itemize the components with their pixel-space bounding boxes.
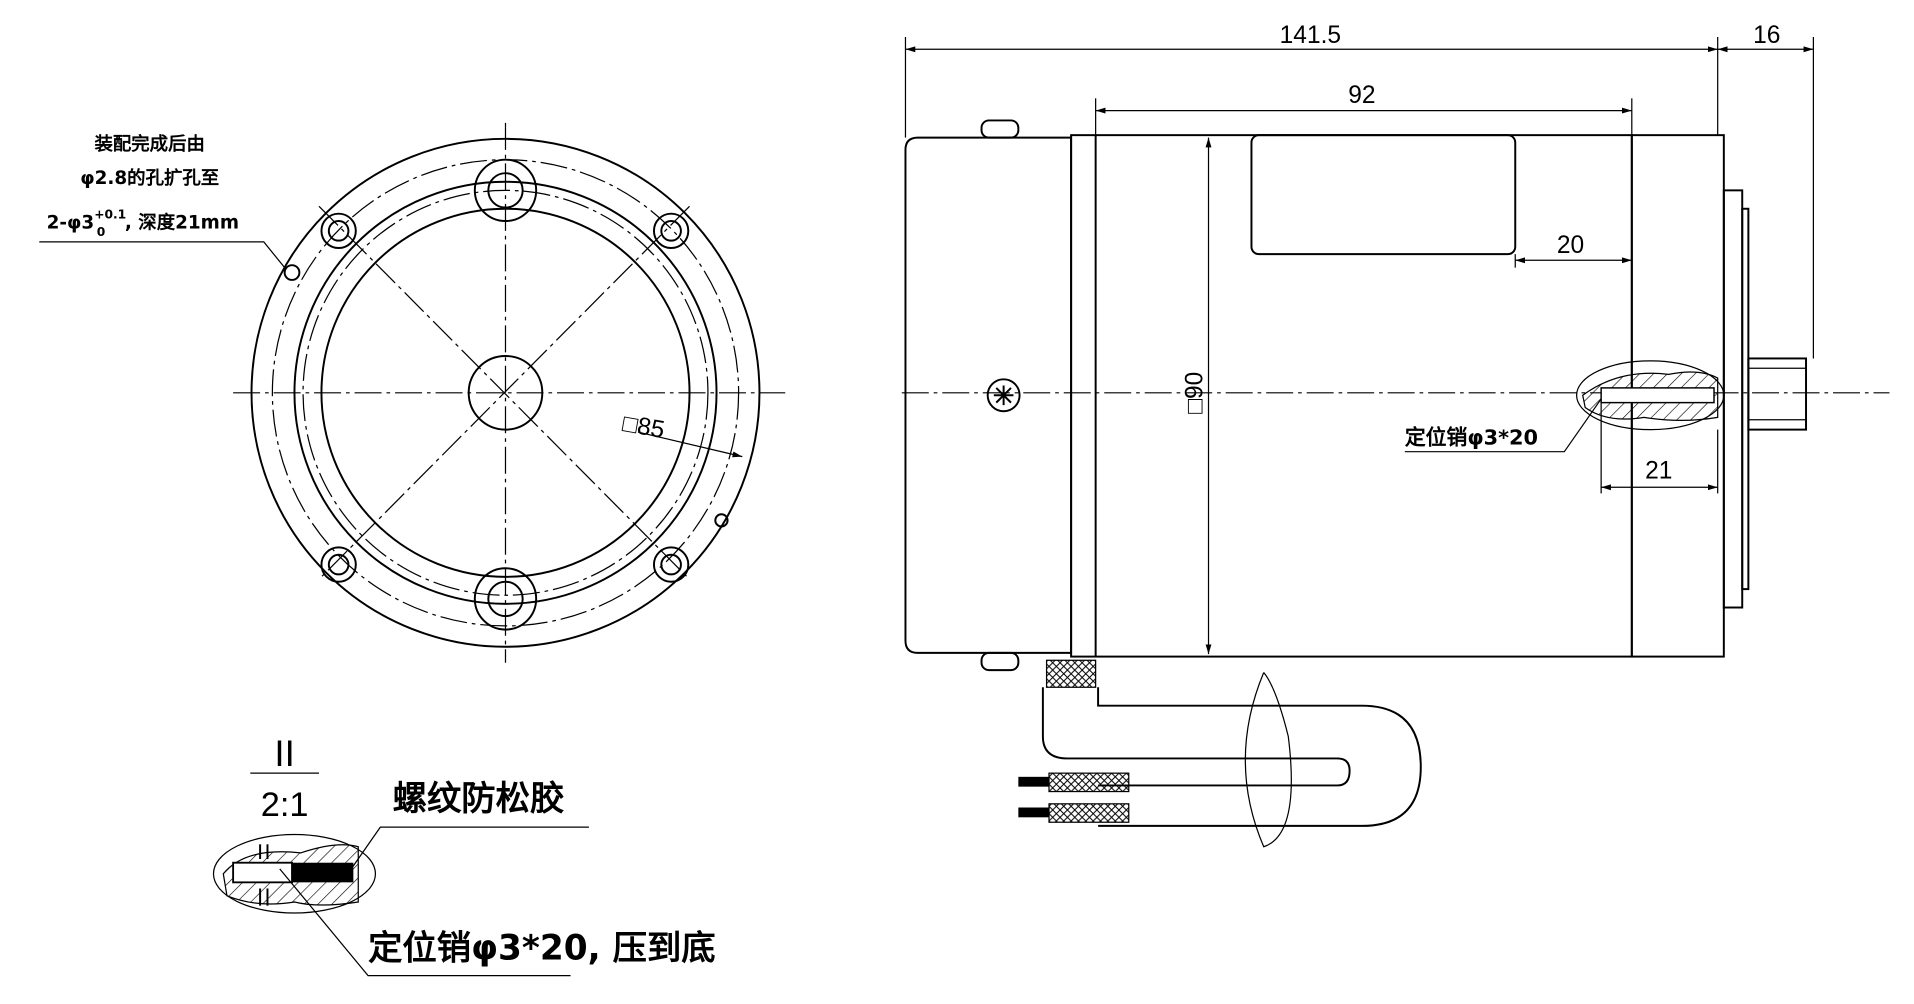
pitch-circle (302, 189, 709, 596)
dim-pin-offset: 21 (1645, 458, 1672, 485)
cable (1018, 659, 1422, 848)
note-line-1: 装配完成后由 (94, 133, 205, 155)
housing-circle (293, 180, 718, 605)
diagonal-centerline (318, 205, 690, 580)
bolt-hole-bottom (473, 567, 538, 631)
mount-hole (320, 212, 357, 250)
terminal-box (1250, 134, 1517, 256)
mount-hole (320, 546, 357, 583)
pin-hole (283, 264, 301, 281)
pin-press-note: 定位销φ3*20, 压到底 (368, 929, 716, 969)
detail-view: II 2:1 螺纹防松胶 定位销φ3*20, 压到底 (212, 733, 716, 977)
detail-label: II (274, 733, 294, 774)
side-view: □90 定位销φ3*20 141.5 16 92 20 21 (901, 22, 1890, 848)
motor-body (1070, 134, 1633, 658)
screw-bottom (980, 651, 1020, 672)
square-85-dimension: □85 (621, 410, 667, 444)
note-line-2: φ2.8的孔扩孔至 (80, 167, 219, 189)
mount-hole (652, 546, 690, 583)
bolt-hole-top (473, 158, 538, 223)
rear-end-cap (904, 136, 1073, 654)
detail-scale: 2:1 (261, 786, 309, 824)
dim-overall-length: 141.5 (1280, 22, 1341, 49)
pin-hole (714, 513, 729, 528)
dimension-line (637, 431, 743, 458)
dim-box-offset: 20 (1557, 232, 1584, 259)
inner-circle (320, 207, 691, 578)
square-90-dimension: □90 (1181, 372, 1208, 414)
shaft (1747, 357, 1808, 431)
note-leader (39, 241, 286, 269)
outer-flange-circle (250, 137, 761, 648)
glue-note: 螺纹防松胶 (393, 779, 565, 819)
screw-icon (986, 378, 1021, 413)
mount-hole (652, 212, 690, 250)
pin-label: 定位销φ3*20 (1405, 425, 1538, 449)
screw-top (980, 119, 1020, 139)
flange-plate (1722, 189, 1744, 609)
hub-circle (467, 355, 544, 431)
dim-shaft-length: 16 (1753, 22, 1780, 49)
dim-body-length: 92 (1348, 82, 1375, 109)
